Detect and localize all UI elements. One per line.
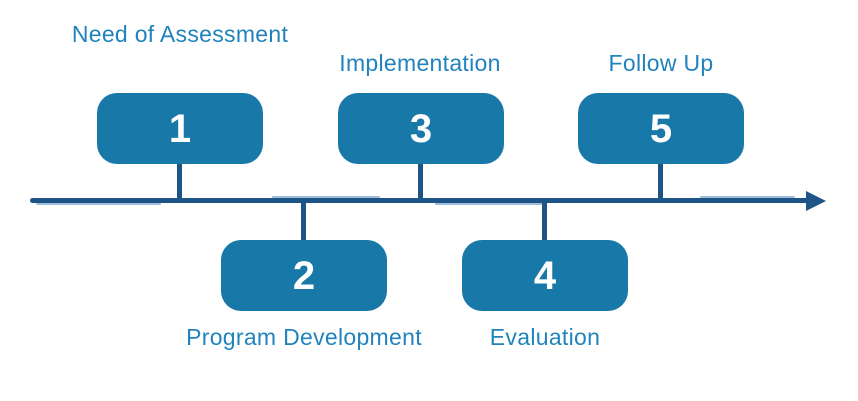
step-3-number: 3 — [409, 106, 433, 151]
connector-step-1 — [177, 162, 182, 203]
step-1-number: 1 — [168, 106, 192, 151]
step-4-box: 4 — [462, 240, 628, 311]
connector-step-5 — [658, 162, 663, 203]
step-2-label: Program Development — [186, 324, 422, 350]
step-1-box: 1 — [97, 93, 263, 164]
connector-step-2 — [301, 200, 306, 242]
step-5-number: 5 — [649, 106, 673, 151]
step-5-box: 5 — [578, 93, 744, 164]
step-1-label: Need of Assessment — [71, 21, 289, 47]
step-2-box: 2 — [221, 240, 387, 311]
step-4-number: 4 — [533, 253, 557, 298]
connector-step-3 — [418, 162, 423, 203]
step-3-box: 3 — [338, 93, 504, 164]
step-5-label: Follow Up — [608, 50, 714, 76]
arrow-right-icon — [806, 191, 826, 211]
timeline-axis-accent — [36, 203, 161, 205]
step-2-number: 2 — [292, 253, 316, 298]
step-4-label: Evaluation — [489, 324, 601, 350]
timeline-axis-accent — [272, 196, 380, 198]
timeline-axis-accent — [435, 203, 545, 205]
step-3-label: Implementation — [339, 50, 501, 76]
connector-step-4 — [542, 200, 547, 242]
timeline-axis-accent — [700, 196, 795, 198]
